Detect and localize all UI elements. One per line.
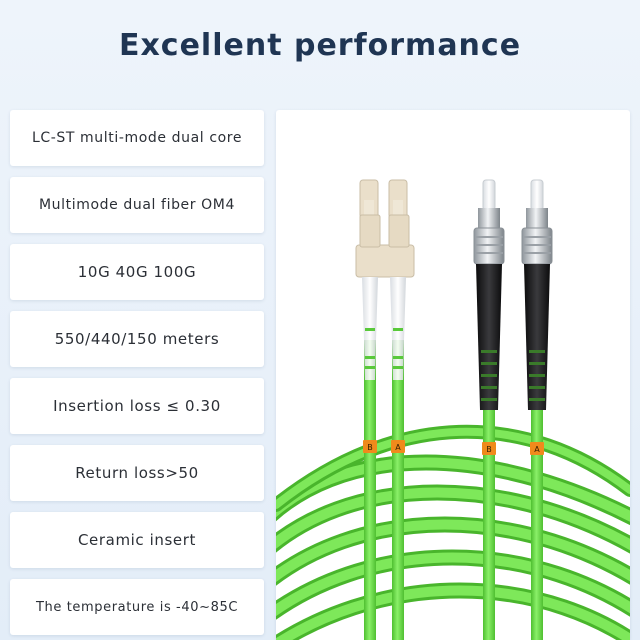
lc-tag-b: B	[363, 440, 377, 453]
spec-distance: 550/440/150 meters	[10, 311, 264, 367]
st-tag-b: B	[482, 442, 496, 455]
page-title: Excellent performance	[118, 28, 522, 63]
product-image-panel: B A B A	[276, 110, 630, 640]
st-tag-a: A	[530, 442, 544, 455]
lc-cables	[364, 340, 404, 640]
spec-return-loss: Return loss>50	[10, 445, 264, 501]
st-cables	[483, 410, 543, 640]
cable-coil	[276, 424, 630, 640]
spec-ferrule: Ceramic insert	[10, 512, 264, 568]
lc-tag-b-label: B	[367, 443, 373, 452]
st-tag-a-label: A	[534, 445, 540, 454]
lc-tag-a: A	[391, 440, 405, 453]
fiber-patch-cord-illustration: B A B A	[276, 179, 630, 640]
st-connector-b	[473, 179, 505, 410]
lc-duplex-connector	[355, 179, 415, 380]
st-tag-b-label: B	[486, 445, 492, 454]
spec-connector-type: LC-ST multi-mode dual core	[10, 110, 264, 166]
spec-speed: 10G 40G 100G	[10, 244, 264, 300]
st-connector-a	[521, 179, 553, 410]
spec-fiber-type: Multimode dual fiber OM4	[10, 177, 264, 233]
spec-insertion-loss: Insertion loss ≤ 0.30	[10, 378, 264, 434]
spec-temperature: The temperature is -40~85C	[10, 579, 264, 635]
lc-tag-a-label: A	[395, 443, 401, 452]
